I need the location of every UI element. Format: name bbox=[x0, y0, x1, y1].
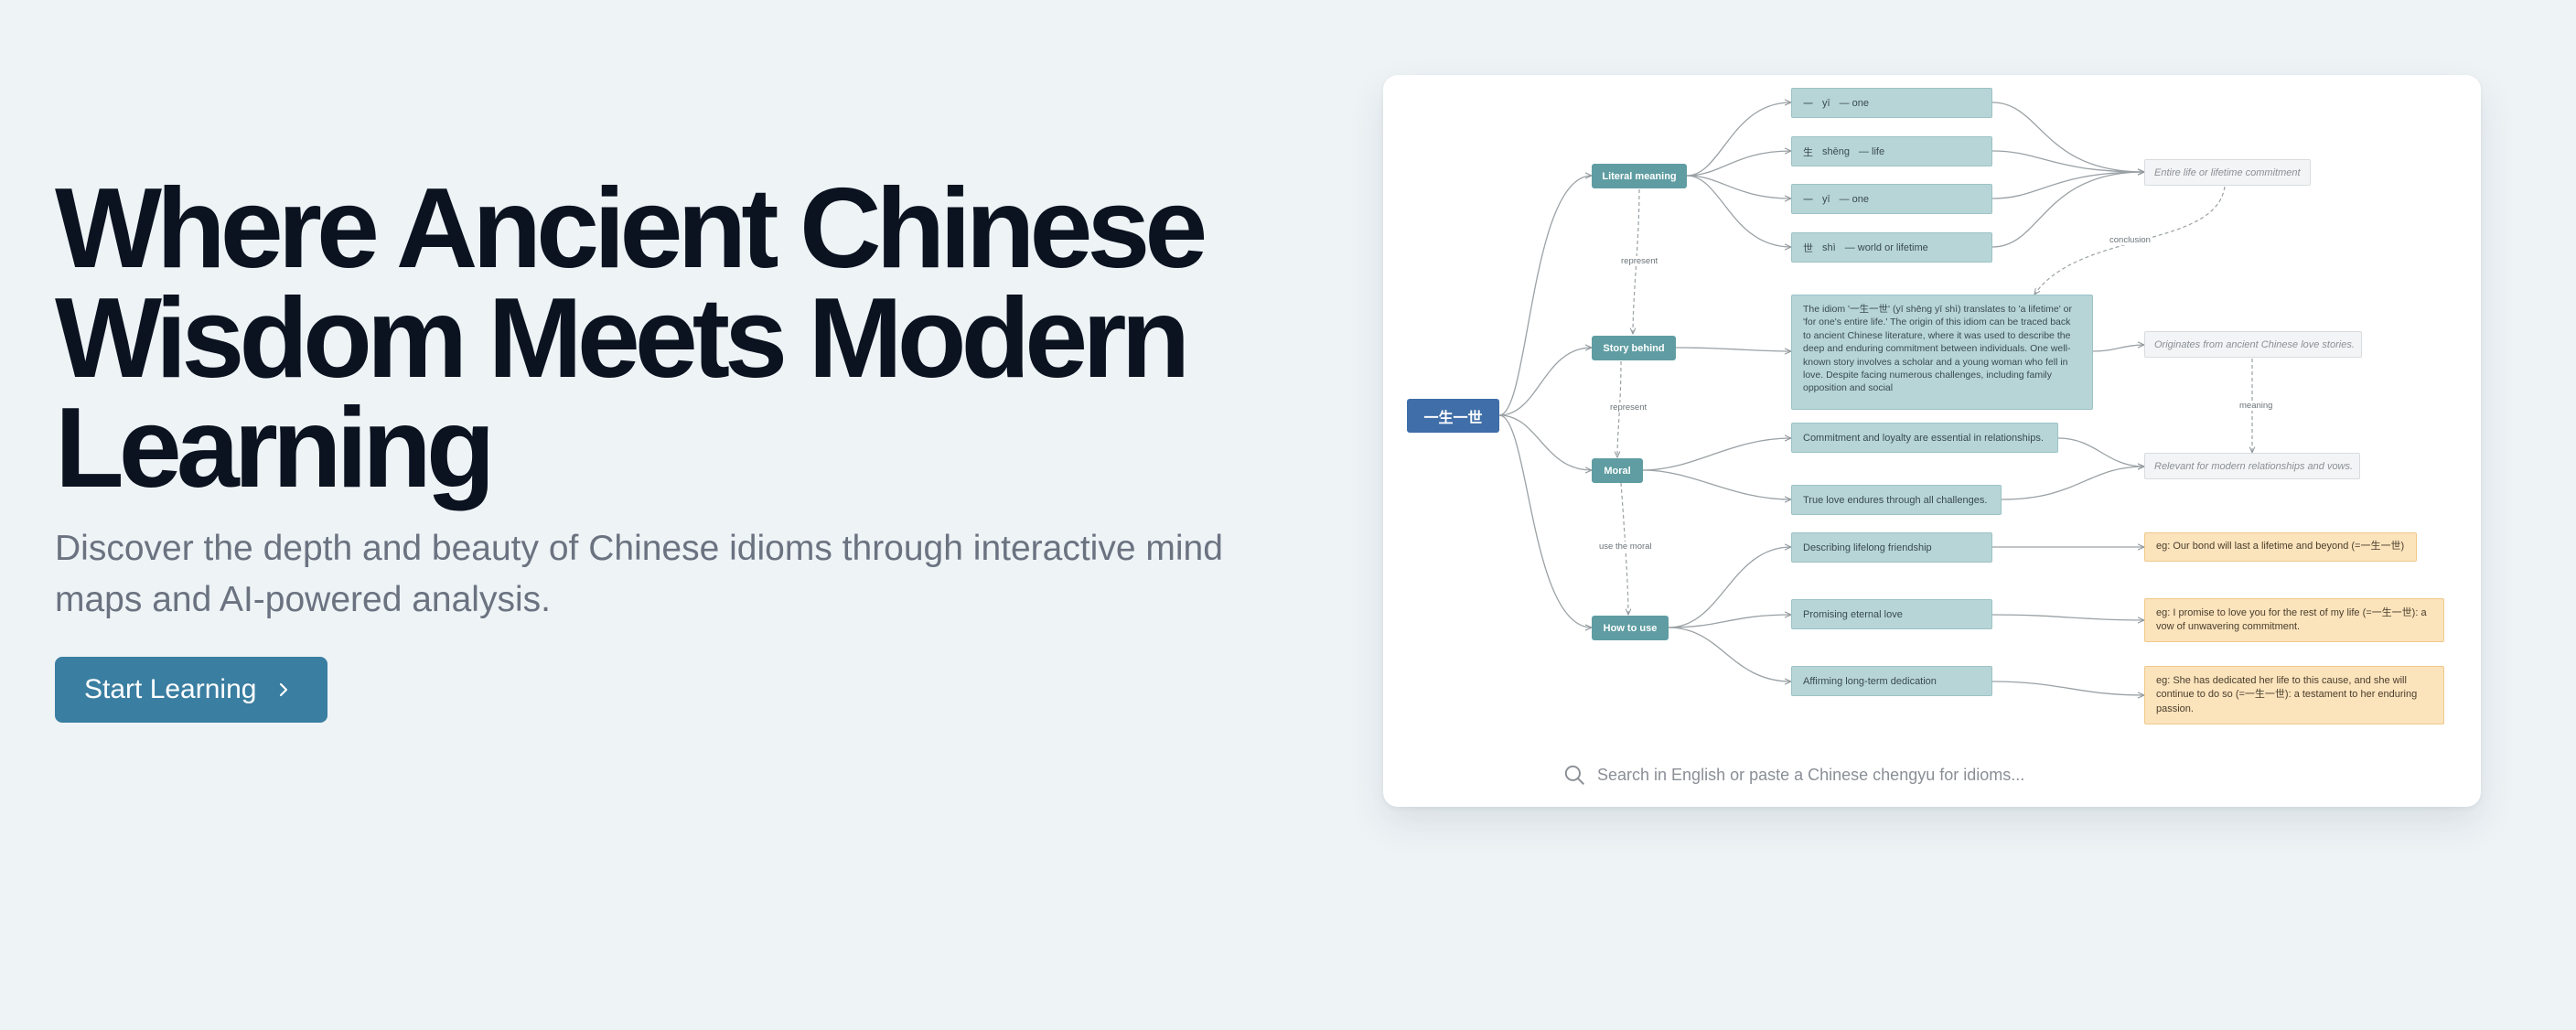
literal-leaf-sheng[interactable]: 生 shēng — life bbox=[1791, 136, 1992, 166]
mindmap-root-node[interactable]: 一生一世 bbox=[1407, 399, 1499, 433]
example-friendship[interactable]: eg: Our bond will last a lifetime and be… bbox=[2144, 532, 2417, 562]
edge-label-meaning: meaning bbox=[2238, 401, 2275, 411]
headline-line-2: Wisdom Meets Modern bbox=[55, 275, 1190, 402]
search-icon bbox=[1564, 765, 1584, 785]
usage-leaf-friendship[interactable]: Describing lifelong friendship bbox=[1791, 532, 1992, 563]
chevron-right-icon bbox=[280, 682, 288, 697]
moral-leaf-true-love[interactable]: True love endures through all challenges… bbox=[1791, 485, 2002, 515]
example-dedication[interactable]: eg: She has dedicated her life to this c… bbox=[2144, 666, 2444, 724]
headline-line-1: Where Ancient Chinese bbox=[55, 166, 1208, 292]
headline-line-3: Learning bbox=[55, 385, 496, 511]
usage-leaf-eternal-love[interactable]: Promising eternal love bbox=[1791, 599, 1992, 629]
leaf-pinyin: shēng bbox=[1822, 145, 1850, 157]
literal-leaf-yi-1[interactable]: 一 yī — one bbox=[1791, 88, 1992, 118]
edge-label-represent-2: represent bbox=[1608, 402, 1649, 413]
leaf-gloss: — one bbox=[1839, 193, 1869, 205]
hero-subtitle: Discover the depth and beauty of Chinese… bbox=[55, 529, 1223, 619]
hero-headline: Where Ancient Chinese Wisdom Meets Moder… bbox=[55, 166, 1244, 511]
branch-story-behind[interactable]: Story behind bbox=[1592, 336, 1676, 360]
search-input[interactable]: Search in English or paste a Chinese che… bbox=[1597, 765, 2025, 784]
example-eternal-love[interactable]: eg: I promise to love you for the rest o… bbox=[2144, 598, 2444, 642]
usage-leaf-dedication[interactable]: Affirming long-term dedication bbox=[1791, 666, 1992, 696]
leaf-gloss: — world or lifetime bbox=[1844, 241, 1928, 253]
leaf-gloss: — life bbox=[1858, 145, 1885, 157]
literal-leaf-yi-2[interactable]: 一 yī — one bbox=[1791, 184, 1992, 214]
concept-origin[interactable]: Originates from ancient Chinese love sto… bbox=[2144, 331, 2362, 358]
literal-leaf-shi[interactable]: 世 shì — world or lifetime bbox=[1791, 232, 1992, 263]
edge-label-represent-1: represent bbox=[1619, 256, 1660, 266]
leaf-char: 一 bbox=[1803, 194, 1813, 206]
edge-label-conclusion: conclusion bbox=[2108, 235, 2152, 245]
moral-leaf-commitment[interactable]: Commitment and loyalty are essential in … bbox=[1791, 423, 2058, 453]
mindmap-connectors bbox=[1498, 75, 2481, 807]
branch-literal-meaning[interactable]: Literal meaning bbox=[1592, 164, 1687, 188]
start-learning-label: Start Learning bbox=[84, 674, 257, 704]
idiom-search-bar[interactable]: Search in English or paste a Chinese che… bbox=[1562, 763, 2024, 787]
leaf-pinyin: yī bbox=[1822, 97, 1830, 109]
leaf-pinyin: shì bbox=[1822, 241, 1836, 253]
leaf-char: 一 bbox=[1803, 98, 1813, 110]
start-learning-button[interactable]: Start Learning bbox=[55, 657, 328, 723]
hero-section: Where Ancient Chinese Wisdom Meets Moder… bbox=[55, 166, 1244, 723]
leaf-gloss: — one bbox=[1839, 97, 1869, 109]
story-text-node[interactable]: The idiom '一生一世' (yī shēng yī shì) trans… bbox=[1791, 295, 2093, 410]
edge-label-use-moral: use the moral bbox=[1597, 542, 1654, 552]
mindmap-preview-card: represent represent use the moral conclu… bbox=[1383, 75, 2481, 807]
concept-relevance[interactable]: Relevant for modern relationships and vo… bbox=[2144, 453, 2360, 479]
branch-how-to-use[interactable]: How to use bbox=[1592, 616, 1669, 640]
leaf-char: 世 bbox=[1803, 242, 1813, 254]
concept-lifetime-commitment[interactable]: Entire life or lifetime commitment bbox=[2144, 159, 2311, 186]
leaf-char: 生 bbox=[1803, 146, 1813, 158]
branch-moral[interactable]: Moral bbox=[1592, 458, 1643, 483]
leaf-pinyin: yī bbox=[1822, 193, 1830, 205]
